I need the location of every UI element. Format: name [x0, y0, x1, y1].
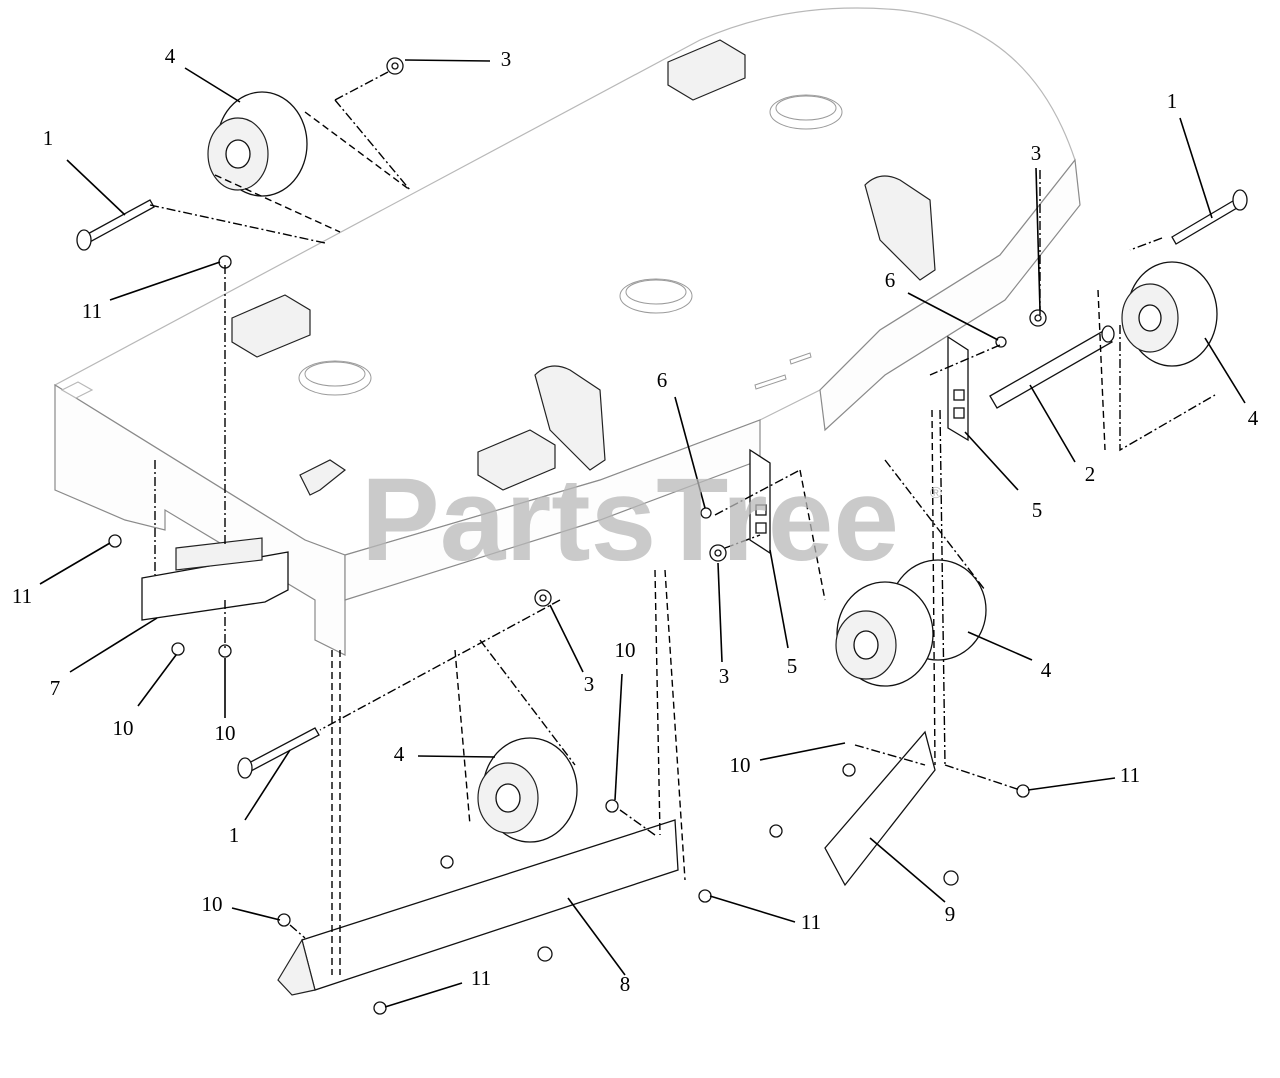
callout-8: 8	[620, 972, 631, 996]
callout-10-left: 10	[113, 716, 134, 740]
callout-6-right: 6	[885, 268, 896, 292]
screw-2	[995, 336, 1007, 348]
axle-shaft	[989, 325, 1115, 409]
callout-10-center: 10	[615, 638, 636, 662]
callout-1-top-left: 1	[43, 126, 54, 150]
callout-2: 2	[1085, 462, 1096, 486]
callout-11-top-left: 11	[82, 299, 102, 323]
callout-4-top-left: 4	[165, 44, 176, 68]
assembly-lines	[149, 71, 1216, 975]
caster-wheel-right	[1121, 261, 1218, 367]
callout-11-left: 11	[12, 584, 32, 608]
callout-6-center: 6	[657, 368, 668, 392]
caster-wheel-top-left	[207, 91, 308, 197]
bolt-1	[171, 642, 185, 656]
screw-1	[700, 507, 712, 519]
bolt-4	[842, 763, 856, 777]
callout-4-bottom: 4	[394, 742, 405, 766]
flange-nut-bottom-right	[1016, 784, 1030, 798]
callout-11-bottom-left: 11	[471, 966, 491, 990]
bolt-7	[769, 824, 783, 838]
mower-deck	[53, 7, 1081, 656]
callout-1-right: 1	[1167, 89, 1178, 113]
nut-loose-1	[537, 946, 553, 962]
callout-5-center: 5	[787, 654, 798, 678]
caster-wheel-center-right	[835, 559, 987, 687]
callout-11-right: 11	[1120, 763, 1140, 787]
nut-loose-2	[943, 870, 959, 886]
axle-bolt-top-left	[76, 199, 155, 251]
bolt-6	[440, 855, 454, 869]
callout-9: 9	[945, 902, 956, 926]
callout-5-right: 5	[1032, 498, 1043, 522]
baffle-9	[824, 730, 936, 887]
callout-labels: 1 4 3 11 3 1 6 4 2 5 6 11 7 10 10 3 3 5 …	[12, 44, 1259, 996]
callout-3-center: 3	[719, 664, 730, 688]
nut-front	[534, 589, 552, 607]
mount-bracket-right	[947, 335, 969, 442]
callout-1-bottom: 1	[229, 823, 240, 847]
baffle-7	[141, 537, 289, 621]
callout-4-center-right: 4	[1041, 658, 1052, 682]
nut-right	[1029, 309, 1047, 327]
nut-center	[709, 544, 727, 562]
callout-10-right: 10	[730, 753, 751, 777]
watermark-registered-mark: ®	[930, 485, 942, 502]
flange-nut-bottom	[698, 889, 712, 903]
bolt-3	[605, 799, 619, 813]
callout-3-front: 3	[584, 672, 595, 696]
callout-3-right: 3	[1031, 141, 1042, 165]
callout-3-top: 3	[501, 47, 512, 71]
callout-11-bottom: 11	[801, 910, 821, 934]
axle-bolt-right	[1171, 189, 1248, 245]
callout-4-right: 4	[1248, 406, 1259, 430]
callout-10-bottom-left: 10	[202, 892, 223, 916]
nut-top-center	[386, 57, 404, 75]
leader-lines	[39, 59, 1246, 1008]
callout-10-left-center: 10	[215, 721, 236, 745]
watermark-logo: PartsTree	[361, 454, 899, 586]
callout-7: 7	[50, 676, 61, 700]
flange-nut-bottom-left	[373, 1001, 387, 1015]
baffle-8	[277, 819, 679, 996]
axle-bolt-bottom-left	[237, 727, 320, 779]
caster-wheel-bottom	[477, 737, 578, 843]
bolt-2	[218, 644, 232, 658]
flange-nut-left	[108, 534, 122, 548]
